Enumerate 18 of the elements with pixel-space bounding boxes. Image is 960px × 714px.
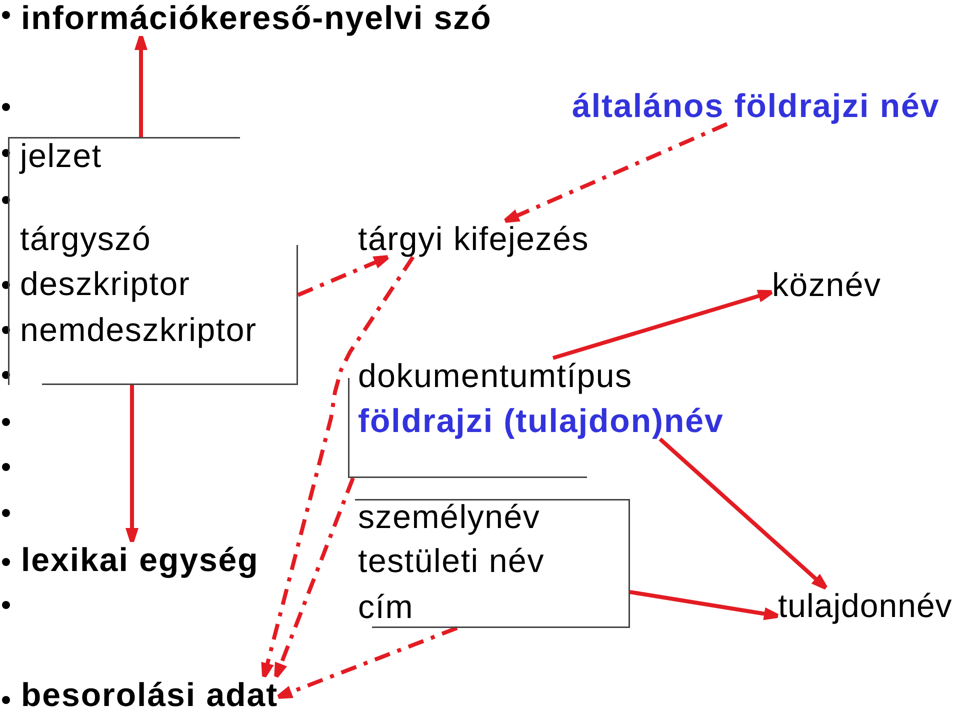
term-text: testületi név: [358, 543, 545, 579]
term-text: dokumentumtípus: [358, 358, 632, 394]
term-group-box: [355, 499, 630, 628]
term-text: információkereső-nyelvi szó: [21, 0, 492, 36]
term-text: besorolási adat: [21, 677, 278, 713]
term-text: jelzet: [20, 138, 102, 174]
term-text: személynév: [358, 499, 540, 535]
term-text: általános földrajzi név: [572, 88, 940, 124]
term-text: tulajdonnév: [778, 588, 952, 624]
term-text: nemdeszkriptor: [20, 312, 257, 348]
term-text: földrajzi (tulajdon)név: [358, 403, 724, 439]
term-text: deszkriptor: [20, 266, 190, 302]
term-text: tárgyszó: [20, 221, 152, 257]
term-text: köznév: [772, 267, 882, 303]
term-group-box: [8, 137, 298, 385]
term-text: tárgyi kifejezés: [358, 221, 590, 257]
term-text: lexikai egység: [21, 542, 259, 578]
term-text: cím: [358, 589, 414, 625]
